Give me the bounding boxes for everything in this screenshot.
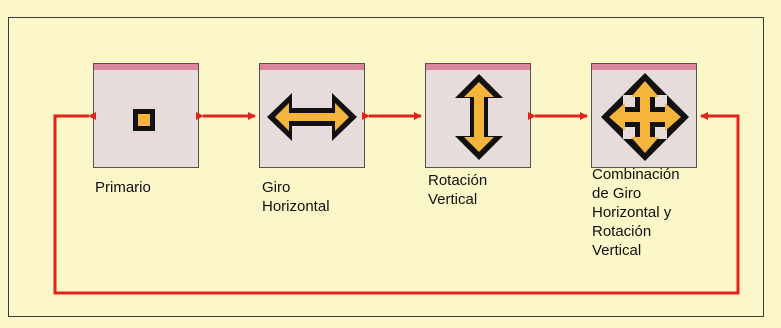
vertical-double-arrow-icon xyxy=(455,74,503,160)
tile-rotacion-vertical xyxy=(425,63,531,168)
tile-combinacion xyxy=(591,63,697,168)
tile-giro-horizontal xyxy=(259,63,365,168)
diagram-frame xyxy=(8,17,764,317)
tile-top-stripe xyxy=(94,64,198,70)
node-label-rotacion-vertical: Rotación Vertical xyxy=(428,172,488,208)
square-icon xyxy=(133,109,155,131)
node-label-combinacion: Combinación de Giro Horizontal y Rotació… xyxy=(592,166,680,259)
tile-primario xyxy=(93,63,199,168)
horizontal-double-arrow-icon xyxy=(267,93,357,141)
tile-top-stripe xyxy=(592,64,696,70)
node-label-primario: Primario xyxy=(95,179,151,196)
four-way-arrow-icon xyxy=(601,73,689,161)
node-label-giro-horizontal: Giro Horizontal xyxy=(262,179,330,215)
tile-top-stripe xyxy=(260,64,364,70)
tile-top-stripe xyxy=(426,64,530,70)
